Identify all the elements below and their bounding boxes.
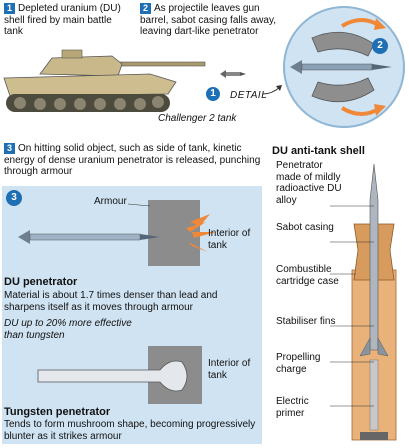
step-2-badge: 2 — [140, 3, 151, 14]
detail-label: DETAIL — [230, 90, 268, 101]
shell-leader-lines — [330, 205, 374, 407]
du-impact-illustration — [18, 200, 216, 266]
tank-label: Challenger 2 tank — [158, 113, 237, 124]
shell-label-fins: Stabiliser fins — [276, 316, 336, 327]
stabiliser-fins — [359, 337, 389, 357]
penetrator-rod — [369, 163, 379, 351]
step-2-text: As projectile leaves gun barrel, sabot c… — [140, 3, 276, 37]
step-1-badge: 1 — [4, 3, 15, 14]
shell-label-penetrator: Penetrator made of mildly radioactive DU… — [276, 160, 342, 206]
shell-illustration — [351, 163, 397, 441]
interior-label-du: Interior of tank — [208, 228, 251, 251]
shell-label-cartridge: Combustible cartridge case — [276, 264, 339, 287]
du-note: DU up to 20% more effective than tungste… — [4, 318, 132, 341]
marker-1: 1 — [206, 87, 220, 101]
tungsten-impact-illustration — [37, 346, 202, 404]
impact-panel — [2, 186, 262, 444]
interior-label-tungsten: Interior of tank — [208, 358, 251, 381]
shell-title: DU anti-tank shell — [272, 145, 365, 157]
detail-arrow — [262, 85, 282, 95]
tank-illustration — [3, 49, 206, 112]
marker-3: 3 — [6, 190, 22, 206]
du-text: Material is about 1.7 times denser than … — [4, 290, 218, 313]
detail-circle — [283, 6, 405, 128]
step-1-text: Depleted uranium (DU) shell fired by mai… — [4, 3, 121, 37]
armour-label: Armour — [94, 196, 127, 207]
shell-label-charge: Propelling charge — [276, 352, 321, 375]
du-title: DU penetrator — [4, 276, 78, 288]
tank-hull — [3, 73, 177, 97]
marker-2: 2 — [372, 38, 388, 54]
shell-label-primer: Electric primer — [276, 396, 309, 419]
tank-turret — [39, 55, 123, 77]
tungsten-title: Tungsten penetrator — [4, 406, 111, 418]
step-3-badge: 3 — [4, 143, 15, 154]
tungsten-text: Tends to form mushroom shape, becoming p… — [4, 419, 256, 442]
armour-block — [148, 200, 200, 266]
shell-label-sabot: Sabot casing — [276, 222, 334, 233]
projectile-small — [220, 70, 246, 78]
step-3-text: On hitting solid object, such as side of… — [4, 143, 261, 177]
tank-tracks — [6, 94, 170, 112]
